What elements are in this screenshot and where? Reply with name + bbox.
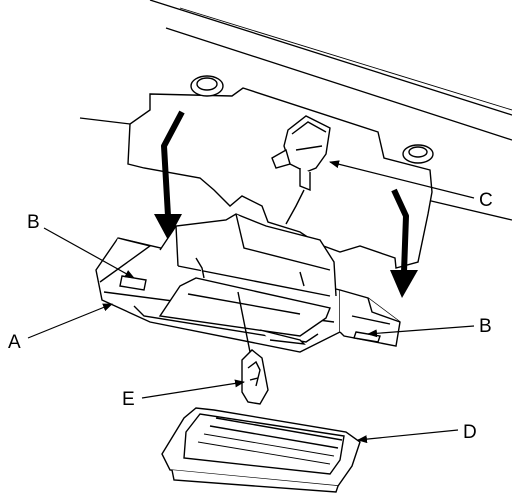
callout-c: C <box>479 190 493 211</box>
leader-a <box>27 303 113 339</box>
lens <box>161 407 361 493</box>
leader-c <box>329 160 475 199</box>
leader-e <box>141 379 245 399</box>
mounting-recess <box>127 87 433 269</box>
callout-d: D <box>463 422 477 443</box>
leader-lines <box>27 160 475 444</box>
callout-e: E <box>122 389 135 410</box>
lamp-housing <box>95 213 401 353</box>
connector <box>271 115 331 225</box>
callout-a: A <box>8 332 21 353</box>
leader-b-right <box>367 325 475 338</box>
installation-arrows <box>154 110 418 298</box>
mounting-holes <box>190 75 434 164</box>
callout-labels: A B B C D E <box>8 190 493 443</box>
bulb <box>237 291 269 405</box>
callout-b-right: B <box>479 316 492 337</box>
leader-d <box>357 429 459 444</box>
leader-b-left <box>43 227 135 279</box>
callout-b-left: B <box>27 212 40 233</box>
